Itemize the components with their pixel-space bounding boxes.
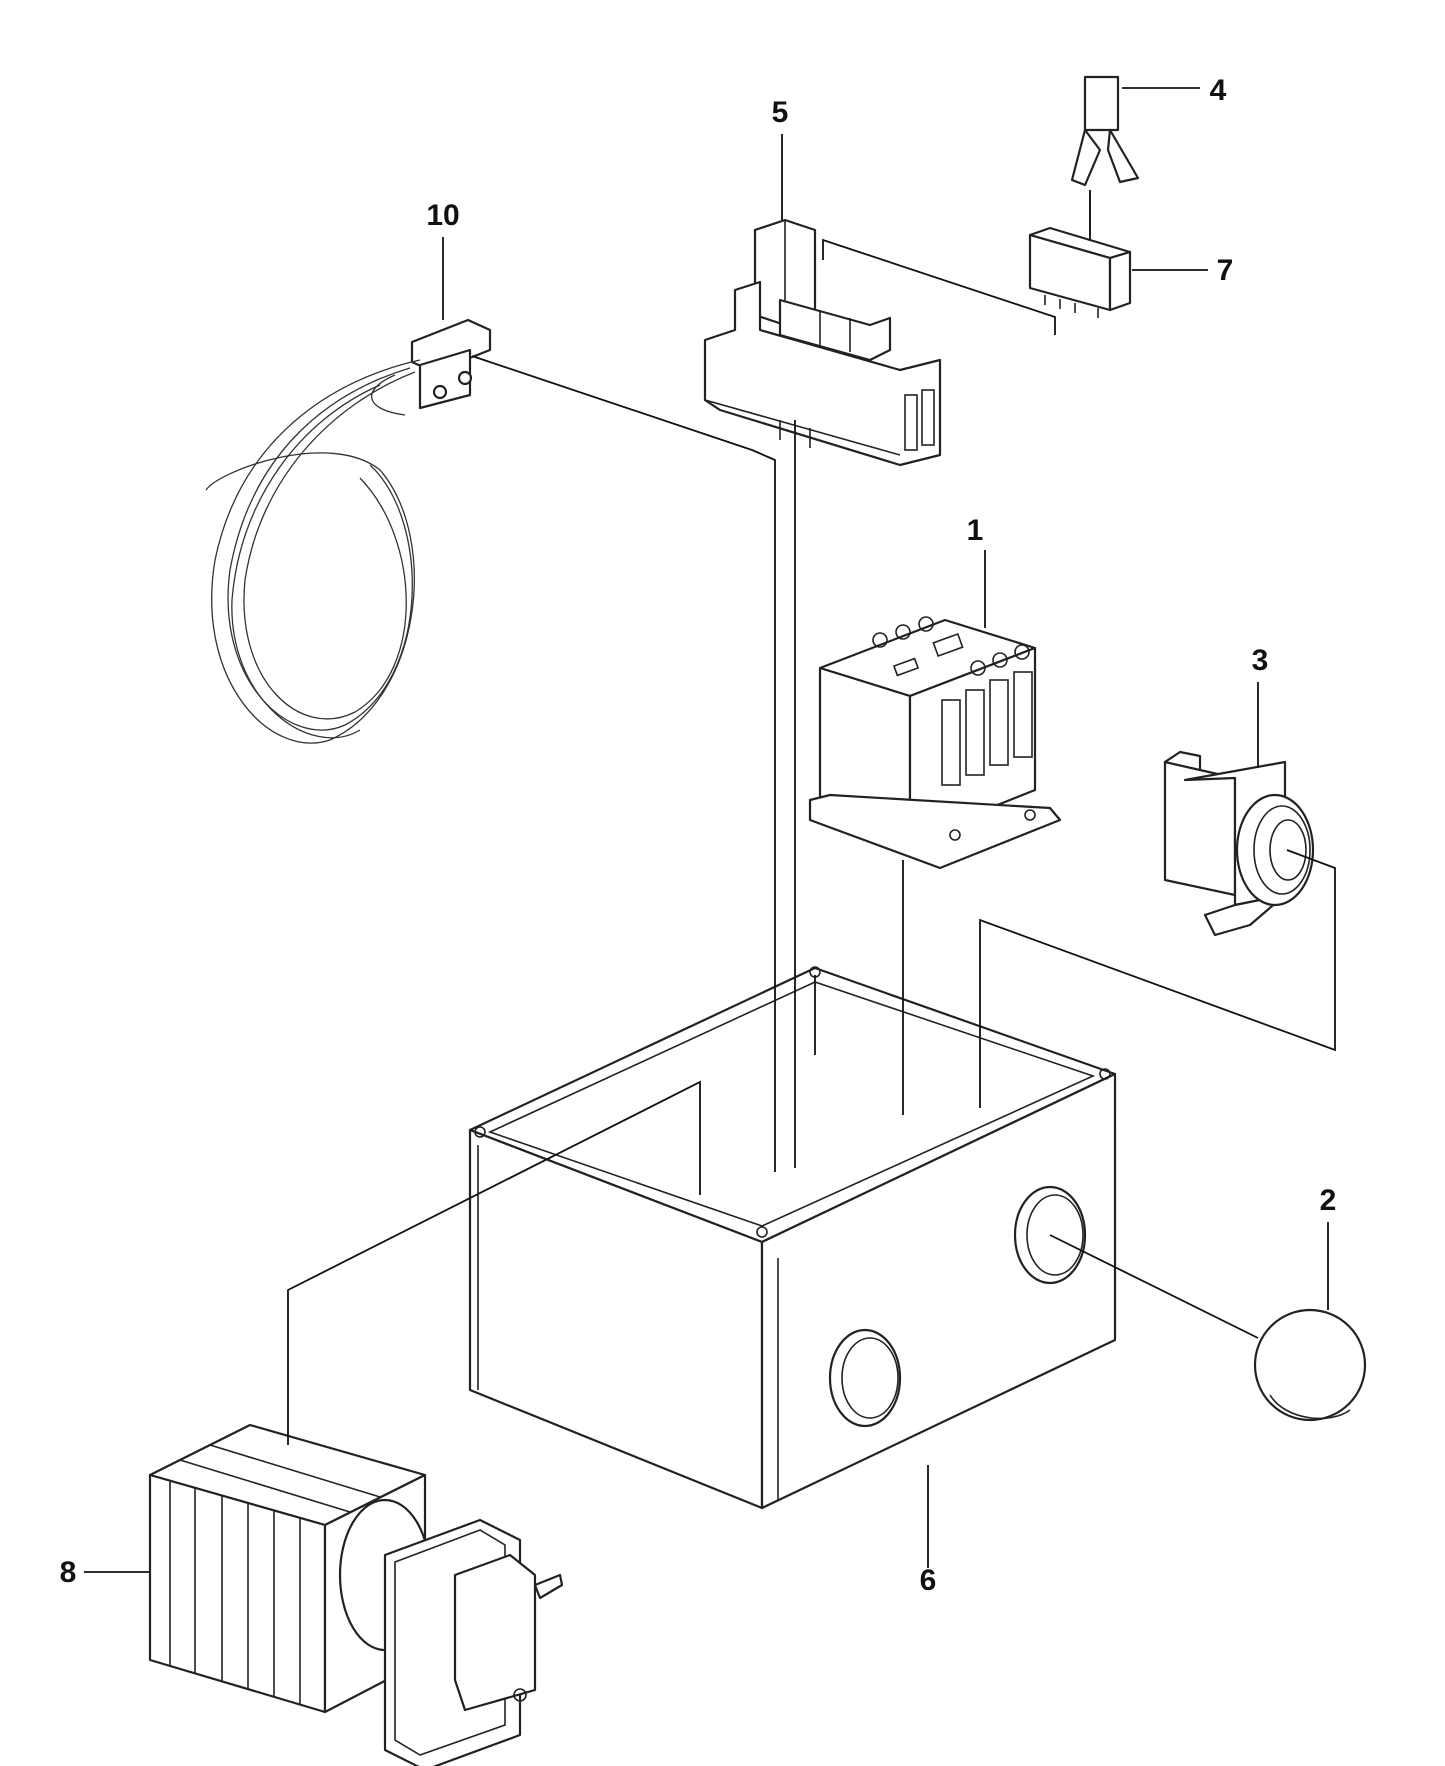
assembly-leader-lines xyxy=(287,190,1336,1445)
part-7-relay[interactable] xyxy=(1028,226,1132,318)
switch-cable xyxy=(205,359,421,744)
part-2-blanking-plug[interactable] xyxy=(1253,1308,1367,1422)
callout-5: 5 xyxy=(772,96,789,220)
part-3-push-button[interactable] xyxy=(1163,750,1315,937)
callout-10: 10 xyxy=(426,199,460,320)
callout-2: 2 xyxy=(1320,1184,1337,1310)
part-5-relay-socket[interactable] xyxy=(703,218,942,467)
part-8-rotary-switch[interactable] xyxy=(148,1423,564,1766)
callout-10-label: 10 xyxy=(426,199,459,232)
callout-1: 1 xyxy=(967,514,986,628)
callout-4-label: 4 xyxy=(1210,74,1227,107)
callout-2-label: 2 xyxy=(1320,1184,1337,1217)
callout-6: 6 xyxy=(920,1465,937,1597)
callout-6-label: 6 xyxy=(920,1564,937,1597)
contactor-terminals xyxy=(872,616,1033,786)
callout-3: 3 xyxy=(1252,644,1269,768)
callout-8-label: 8 xyxy=(60,1556,77,1589)
part-6-enclosure[interactable] xyxy=(468,966,1117,1510)
part-4-jumper-clip[interactable] xyxy=(1070,75,1140,235)
callout-5-label: 5 xyxy=(772,96,789,129)
callout-8: 8 xyxy=(60,1556,150,1589)
callout-1-label: 1 xyxy=(967,514,984,547)
callout-7: 7 xyxy=(1132,254,1233,287)
part-10-limit-switch[interactable] xyxy=(205,318,492,744)
switch-cam-layers xyxy=(169,1444,381,1704)
callout-3-label: 3 xyxy=(1252,644,1269,677)
part-1-contactor[interactable] xyxy=(808,616,1062,870)
callout-4: 4 xyxy=(1122,74,1227,107)
callout-7-label: 7 xyxy=(1217,254,1234,287)
